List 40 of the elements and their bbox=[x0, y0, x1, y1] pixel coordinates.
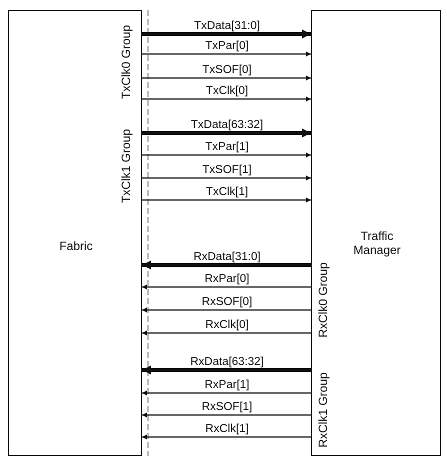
signal-arrow bbox=[142, 284, 311, 290]
signal-arrow bbox=[142, 30, 311, 38]
signal-arrow bbox=[142, 152, 311, 158]
signal-label: RxSOF[0] bbox=[202, 296, 252, 308]
group-label: RxClk0 Group bbox=[316, 262, 330, 338]
signal-label: RxData[63:32] bbox=[190, 356, 264, 368]
signal-arrow bbox=[142, 96, 311, 102]
signal-arrow bbox=[142, 308, 311, 312]
signal-label: RxClk[0] bbox=[205, 319, 249, 331]
signal-arrow bbox=[142, 176, 311, 180]
signal-arrow bbox=[142, 390, 311, 396]
group-label: TxClk1 Group bbox=[119, 128, 133, 204]
signal-label: RxPar[1] bbox=[204, 379, 250, 391]
signal-label: RxClk[1] bbox=[205, 423, 249, 435]
signal-arrow bbox=[142, 52, 311, 56]
group-label: RxClk1 Group bbox=[316, 372, 330, 448]
block-label: Fabric bbox=[58, 239, 94, 253]
signal-label: RxSOF[1] bbox=[202, 401, 252, 413]
signal-arrow bbox=[142, 330, 311, 336]
signal-label: TxClk[0] bbox=[206, 85, 248, 97]
signal-arrow bbox=[142, 366, 311, 374]
signal-arrow bbox=[142, 434, 311, 440]
signal-label: TxPar[1] bbox=[205, 141, 249, 153]
block-box bbox=[8, 10, 142, 456]
group-label: TxClk0 Group bbox=[119, 24, 133, 100]
signal-arrow bbox=[142, 260, 311, 270]
signal-label: TxPar[0] bbox=[205, 40, 249, 52]
signal-label: TxData[31:0] bbox=[194, 20, 260, 32]
signal-label: RxData[31:0] bbox=[193, 251, 261, 263]
signal-label: RxPar[0] bbox=[204, 273, 250, 285]
signal-arrow bbox=[142, 128, 311, 138]
signal-label: TxSOF[1] bbox=[202, 164, 252, 176]
block-box bbox=[311, 10, 441, 456]
signal-arrow bbox=[142, 198, 311, 202]
signal-arrow bbox=[142, 76, 311, 80]
block-label: Traffic Manager bbox=[352, 229, 402, 257]
signal-label: TxClk[1] bbox=[206, 186, 248, 198]
signal-arrow bbox=[142, 412, 311, 418]
signal-label: TxData[63:32] bbox=[190, 119, 264, 131]
signal-label: TxSOF[0] bbox=[202, 64, 252, 76]
